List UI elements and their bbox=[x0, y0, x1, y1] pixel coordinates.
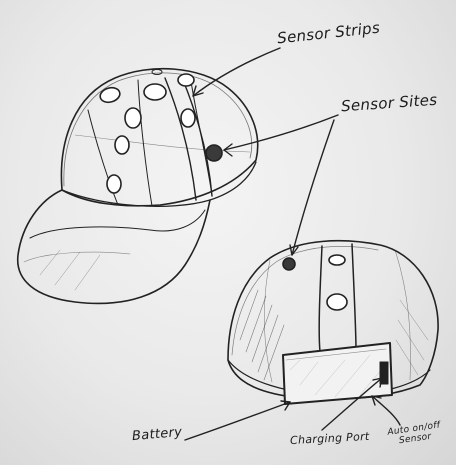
cap-front-view bbox=[18, 69, 258, 304]
sensor-sites-front bbox=[99, 74, 222, 193]
battery-box bbox=[283, 343, 392, 404]
sensor-sites-rear bbox=[283, 255, 347, 310]
